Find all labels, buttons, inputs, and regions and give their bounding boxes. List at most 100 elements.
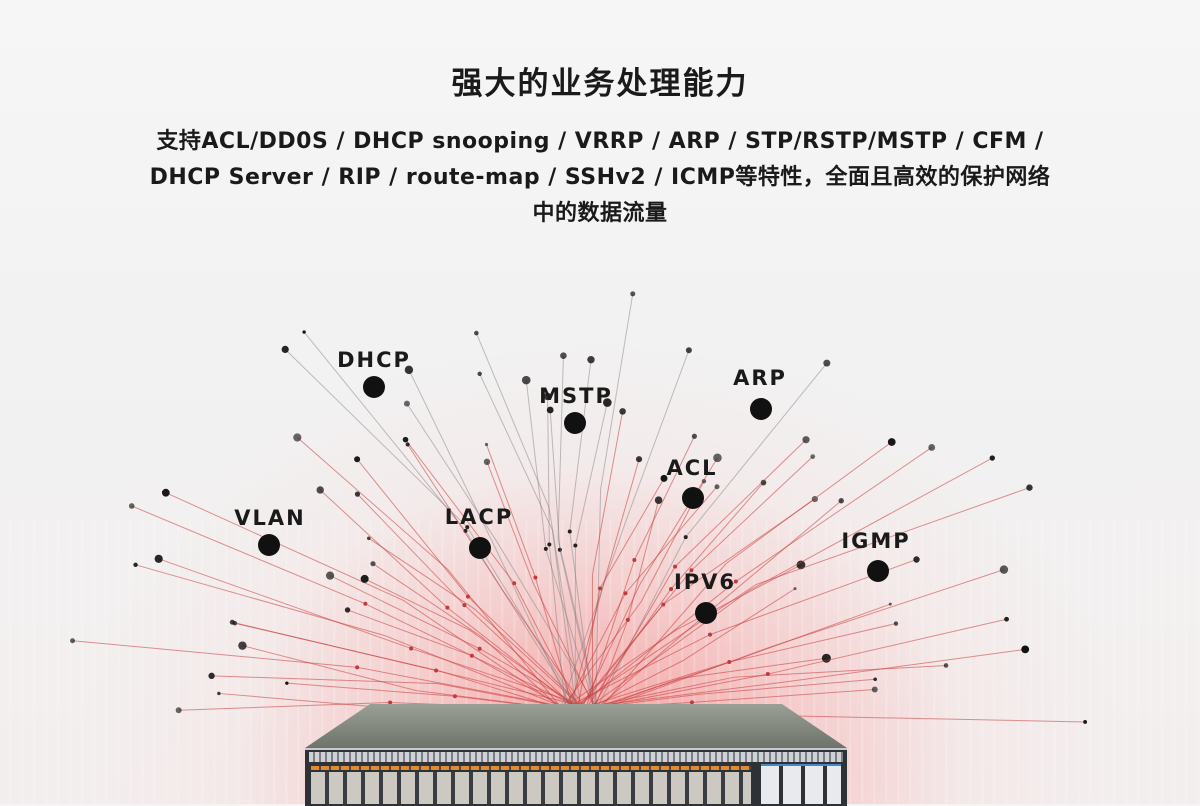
network-endpoint-dot: [1026, 484, 1033, 491]
network-junction-dot: [708, 632, 713, 637]
network-endpoint-dot: [405, 442, 410, 447]
network-endpoint-dot: [793, 587, 797, 591]
protocol-label-acl: ACL: [666, 456, 718, 480]
network-endpoint-dot: [175, 707, 182, 714]
network-junction-dot: [388, 700, 393, 705]
network-endpoint-dot: [281, 345, 289, 354]
network-branch: [598, 569, 1005, 711]
network-junction-dot: [434, 668, 439, 673]
network-branch: [296, 437, 564, 711]
network-branch: [72, 640, 582, 711]
uplink-status-strip: [761, 764, 841, 767]
protocol-node-mstp: [564, 412, 586, 434]
network-endpoint-dot: [402, 436, 409, 443]
network-junction-dot: [477, 646, 482, 651]
network-branch: [585, 588, 796, 711]
network-junction-dot: [445, 605, 450, 610]
network-endpoint-dot: [796, 560, 806, 570]
network-branch: [486, 461, 597, 711]
network-junction-dot: [683, 535, 688, 540]
network-junction-dot: [733, 579, 738, 584]
network-junction-dot: [363, 601, 368, 606]
network-endpoint-dot: [823, 359, 831, 367]
network-endpoint-dot: [1021, 645, 1030, 654]
network-branch: [559, 350, 690, 711]
network-endpoint-dot: [913, 556, 920, 563]
network-endpoint-dot: [293, 433, 302, 442]
network-endpoint-dot: [760, 479, 767, 486]
network-branch: [406, 403, 599, 711]
network-endpoint-dot: [521, 375, 531, 385]
network-endpoint-dot: [999, 565, 1009, 574]
network-branch: [408, 369, 573, 711]
network-branch: [559, 564, 802, 711]
network-endpoint-dot: [887, 438, 896, 446]
network-endpoint-dot: [630, 291, 636, 297]
protocol-node-dhcp: [363, 376, 385, 398]
network-junction-dot: [669, 586, 674, 591]
network-endpoint-dot: [370, 561, 376, 567]
protocol-label-ipv6: IPV6: [673, 570, 737, 594]
network-branch: [568, 487, 1030, 711]
network-junction-dot: [355, 665, 360, 670]
network-endpoint-dot: [354, 491, 361, 497]
network-endpoint-dot: [474, 330, 479, 336]
network-junction-dot: [673, 564, 678, 569]
network-endpoint-dot: [484, 442, 489, 447]
network-junction-dot: [533, 575, 538, 580]
network-endpoint-dot: [685, 347, 692, 354]
network-endpoint-dot: [161, 488, 170, 497]
network-switch-image: [305, 704, 847, 806]
network-junction-dot: [462, 603, 467, 608]
network-endpoint-dot: [603, 398, 612, 407]
network-endpoint-dot: [560, 352, 567, 359]
network-endpoint-dot: [873, 677, 877, 682]
network-branch: [407, 444, 587, 711]
network-endpoint-dot: [128, 503, 135, 509]
network-branch: [588, 603, 891, 711]
protocol-label-arp: ARP: [733, 366, 787, 390]
network-junction-dot: [409, 646, 414, 651]
protocol-node-vlan: [258, 534, 280, 556]
network-branch: [356, 458, 587, 711]
network-junction-dot: [557, 547, 562, 552]
network-junction-dot: [689, 700, 694, 705]
network-branch: [372, 563, 563, 711]
network-branch: [574, 664, 947, 711]
network-endpoint-dot: [893, 621, 899, 626]
network-endpoint-dot: [316, 486, 324, 494]
protocol-node-ipv6: [695, 602, 717, 624]
network-endpoint-dot: [229, 619, 235, 625]
network-endpoint-dot: [713, 453, 722, 463]
network-endpoint-dot: [714, 484, 720, 490]
network-branch: [135, 564, 571, 711]
network-branch: [475, 332, 582, 711]
network-endpoint-dot: [619, 408, 626, 415]
network-junction-dot: [452, 694, 457, 699]
network-endpoint-dot: [660, 474, 668, 482]
network-endpoint-dot: [1004, 616, 1009, 622]
network-branch: [368, 537, 586, 711]
protocol-label-igmp: IGMP: [841, 529, 911, 553]
network-endpoint-dot: [546, 406, 554, 414]
network-endpoint-dot: [217, 691, 221, 696]
network-junction-dot: [567, 529, 572, 534]
network-junction-dot: [465, 594, 470, 599]
protocol-label-lacp: LACP: [444, 505, 514, 529]
protocol-node-acl: [682, 487, 704, 509]
network-junction-dot: [543, 546, 548, 551]
network-branches: [70, 291, 1088, 724]
network-junction-dot: [547, 542, 552, 547]
network-endpoint-dot: [989, 455, 995, 461]
network-endpoint-dot: [285, 681, 289, 685]
network-endpoint-dot: [838, 498, 844, 504]
page-title: 强大的业务处理能力: [451, 66, 749, 102]
protocol-label-vlan: VLAN: [234, 506, 306, 530]
protocol-node-arp: [750, 398, 772, 420]
network-junction-dot: [689, 568, 694, 573]
network-branch: [569, 459, 640, 711]
port-status-strip: [311, 766, 751, 770]
network-endpoint-dot: [477, 371, 482, 377]
protocol-label-dhcp: DHCP: [337, 348, 411, 372]
network-branch: [211, 675, 577, 711]
